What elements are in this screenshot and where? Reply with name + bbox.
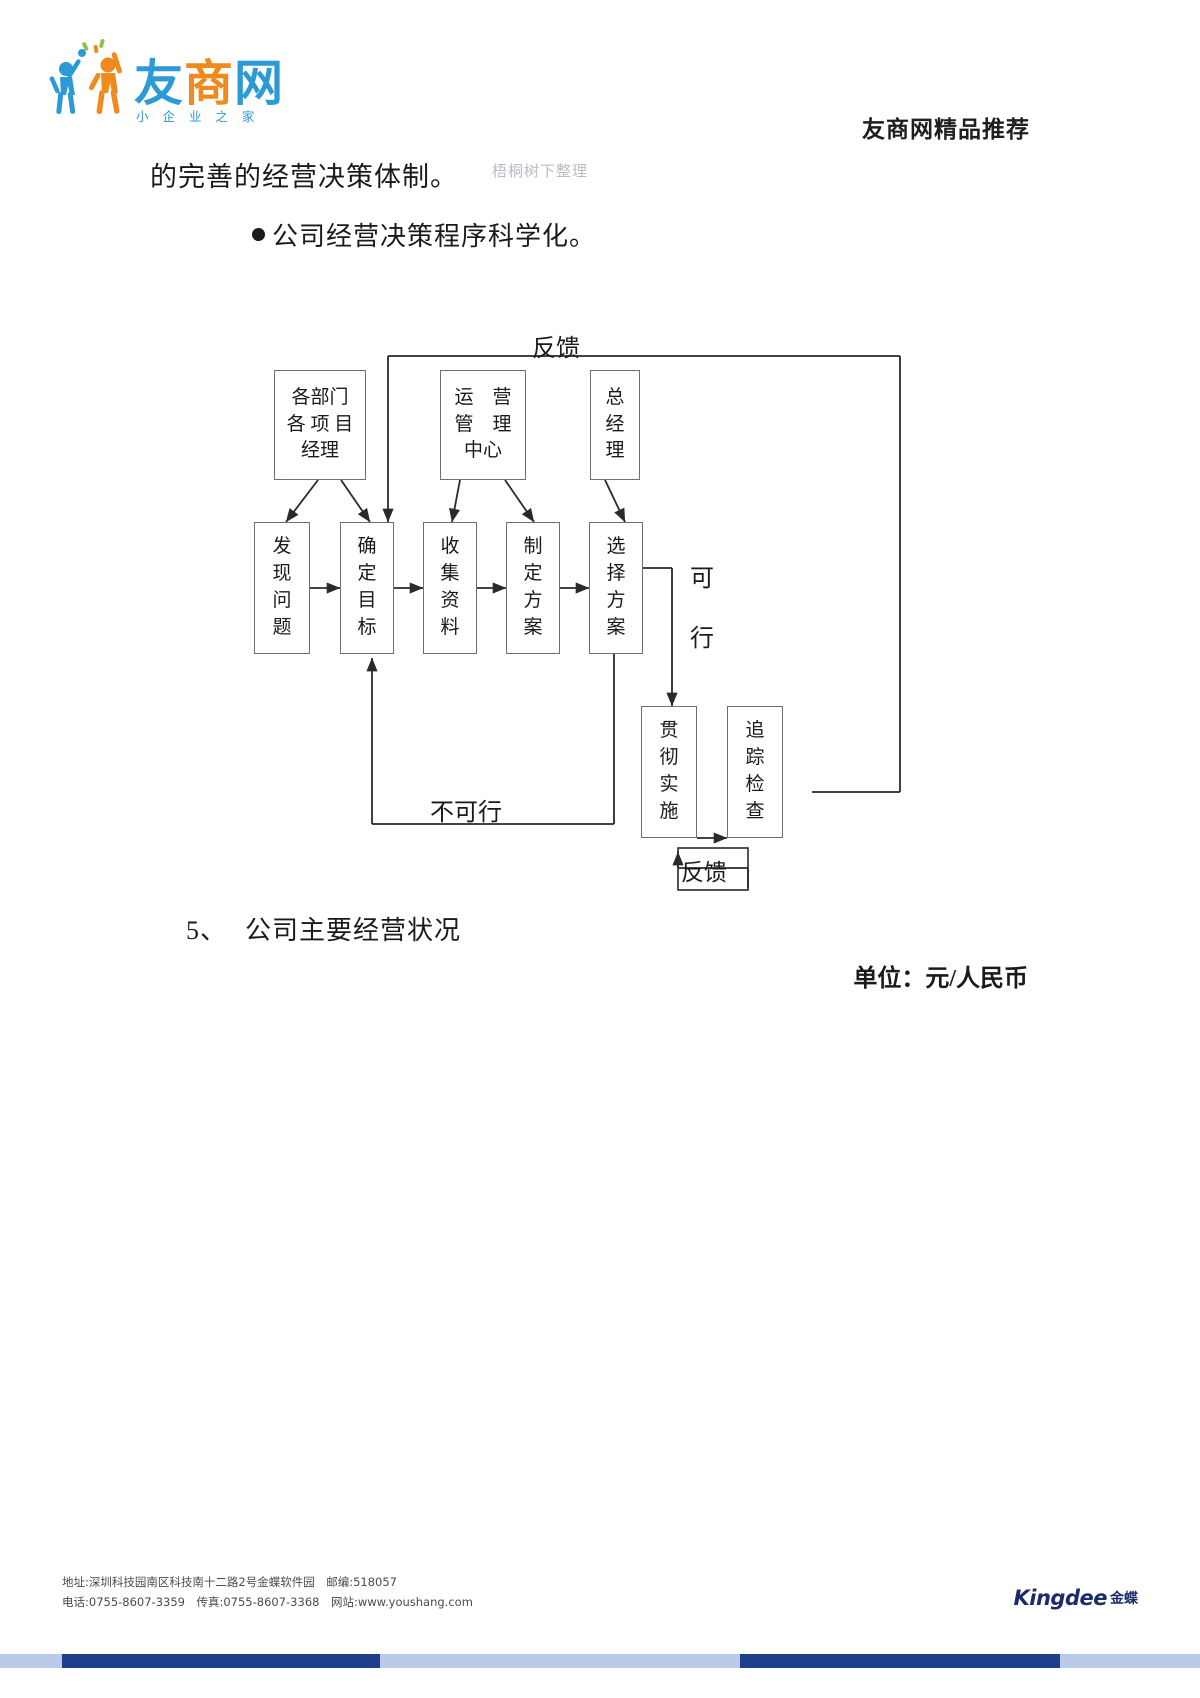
flowbox-line: 方 (523, 590, 543, 611)
flowbox-line: 检 (745, 774, 765, 795)
flowbox-line: 集 (440, 563, 460, 585)
flowchart-connectors (285, 355, 901, 891)
svg-text:小 企 业 之 家: 小 企 业 之 家 (136, 109, 259, 124)
flowbox-line: 贯 (659, 720, 679, 742)
flowbox-line: 题 (272, 616, 292, 638)
flowbox-general-manager: 总 经 理 (590, 370, 640, 480)
footer-bar-segment (0, 1654, 62, 1668)
flowbox-line: 确 (357, 536, 377, 558)
section-heading: 5、公司主要经营状况 (186, 910, 461, 947)
kingdee-logo: Kingdee 金蝶 (1014, 1586, 1138, 1610)
svg-text:商: 商 (184, 55, 234, 112)
footer-address: 地址:深圳科技园南区科技南十二路2号金蝶软件园 邮编:518057 (62, 1574, 397, 1589)
flowbox-line: 发 (272, 536, 292, 558)
kingdee-logo-en: Kingdee (1013, 1586, 1108, 1610)
flow-label-feedback-bottom: 反馈 (681, 860, 727, 885)
flowbox-line: 运 营 (454, 386, 512, 408)
svg-text:友: 友 (134, 55, 184, 112)
flowbox-find-problem: 发 现 问 题 (254, 522, 310, 654)
flowbox-line: 制 (523, 536, 543, 558)
flowbox-line: 目 (357, 590, 377, 611)
section-number: 5、 (186, 916, 228, 945)
kingdee-logo-cn: 金蝶 (1110, 1591, 1138, 1607)
flowbox-implement: 贯 彻 实 施 (641, 706, 697, 838)
flowbox-line: 资 (440, 590, 460, 611)
flowbox-line: 各 项 目 (286, 413, 354, 435)
watermark-text: 梧桐树下整理 (492, 162, 589, 180)
flowbox-line: 标 (357, 616, 377, 638)
flowbox-collect-data: 收 集 资 料 (423, 522, 477, 654)
flowbox-line: 追 (745, 720, 765, 742)
unit-note: 单位：元/人民币 (853, 966, 1028, 992)
bullet-dot-icon (252, 228, 265, 241)
flowbox-line: 管 理 (454, 413, 512, 435)
bullet-item-label: 公司经营决策程序科学化。 (272, 222, 597, 251)
footer-bar-segment (1060, 1654, 1200, 1668)
youshang-logo: 友 商 网 小 企 业 之 家 (48, 36, 288, 128)
flowbox-line: 总 (605, 386, 625, 408)
flowbox-line: 定 (357, 563, 377, 585)
flow-label-feasible-1: 可 (690, 566, 714, 592)
flowbox-track-check: 追 踪 检 查 (727, 706, 783, 838)
flowbox-line: 经 (605, 413, 625, 435)
flowbox-line: 实 (659, 774, 679, 795)
flowbox-line: 问 (272, 590, 292, 611)
paragraph-line: 的完善的经营决策体制。 (150, 162, 458, 192)
flowbox-line: 择 (606, 563, 626, 585)
flowbox-set-goal: 确 定 目 标 (340, 522, 394, 654)
flowbox-line: 案 (606, 616, 626, 638)
bullet-item: 公司经营决策程序科学化。 (252, 216, 596, 253)
flowbox-ops-center: 运 营 管 理 中心 (440, 370, 526, 480)
flow-label-feedback-top: 反馈 (532, 336, 580, 362)
footer-color-bar (0, 1654, 1200, 1668)
flowbox-line: 查 (745, 800, 765, 822)
section-title: 公司主要经营状况 (245, 916, 462, 945)
flowbox-dept-pm: 各部门 各 项 目 经理 (274, 370, 366, 480)
flow-label-not-feasible: 不可行 (430, 800, 502, 826)
flowbox-line: 案 (523, 616, 543, 638)
decision-process-flowchart: 各部门 各 项 目 经理 运 营 管 理 中心 总 经 理 反馈 发 现 问 题… (0, 300, 1200, 920)
flowbox-line: 定 (523, 563, 543, 585)
footer-bar-segment (380, 1654, 740, 1668)
flowbox-line: 理 (605, 440, 625, 462)
flowbox-line: 料 (440, 616, 460, 638)
footer-phone: 电话:0755-8607-3359 传真:0755-8607-3368 网站:w… (62, 1594, 473, 1609)
brand-recommend-label: 友商网精品推荐 (862, 117, 1030, 143)
flowbox-make-plan: 制 定 方 案 (506, 522, 560, 654)
flowbox-line: 方 (606, 590, 626, 611)
flowbox-line: 各部门 (291, 386, 349, 408)
flowbox-line: 施 (659, 800, 679, 822)
flowbox-line: 经理 (300, 440, 339, 462)
flowbox-line: 选 (606, 536, 626, 558)
flowbox-choose-plan: 选 择 方 案 (589, 522, 643, 654)
flowbox-line: 彻 (659, 747, 679, 769)
flowbox-line: 中心 (463, 440, 502, 462)
footer-contact: 地址:深圳科技园南区科技南十二路2号金蝶软件园 邮编:518057 电话:075… (62, 1572, 473, 1612)
flowbox-line: 收 (440, 536, 460, 558)
flowbox-line: 踪 (745, 747, 765, 769)
flowbox-line: 现 (272, 563, 292, 585)
flow-label-feasible-2: 行 (690, 626, 714, 652)
svg-text:网: 网 (234, 55, 284, 112)
